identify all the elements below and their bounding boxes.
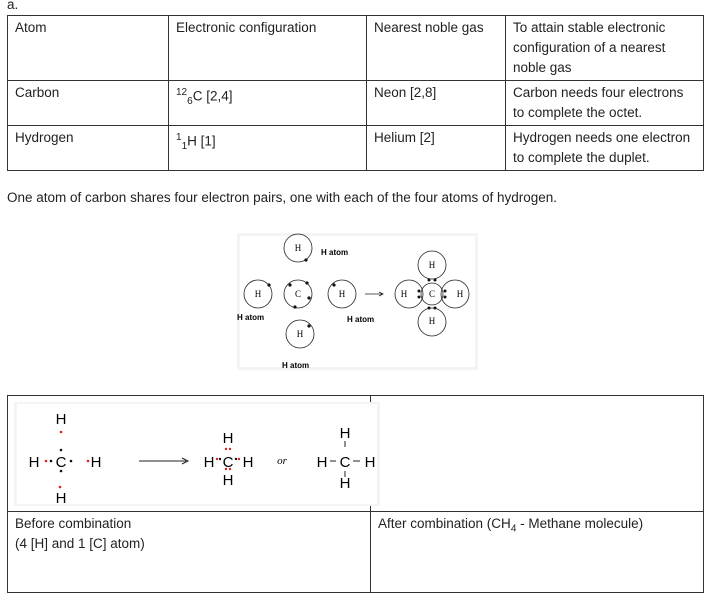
h-label: H — [223, 472, 234, 489]
h-label: H — [365, 454, 376, 471]
config: C [2,4] — [192, 88, 233, 104]
atomic-number: 6 — [187, 96, 193, 108]
c-label: C — [340, 454, 351, 471]
before-label: Before combination — [15, 516, 132, 531]
h-label: H — [317, 454, 328, 471]
header-config: Electronic configuration — [168, 15, 367, 81]
after-label-suffix: - Methane molecule) — [516, 516, 644, 531]
header-atom: Atom — [7, 15, 169, 81]
h-label: H — [204, 454, 215, 471]
h-label: H — [243, 454, 254, 471]
after-combination-cell: After combination (CH4 - Methane molecul… — [370, 511, 704, 593]
h-label: H — [255, 289, 262, 299]
cell-note: Carbon needs four electrons to complete … — [505, 80, 704, 126]
header-stable: To attain stable electronic configuratio… — [505, 15, 704, 81]
c-label: C — [429, 289, 435, 299]
section-label: a. — [7, 0, 19, 12]
header-noble-gas: Nearest noble gas — [366, 15, 506, 81]
h-atom-label: H atom — [321, 248, 348, 257]
h-label: H — [223, 430, 234, 447]
mass-number: 1 — [176, 132, 182, 143]
h-label: H — [340, 475, 351, 492]
config: H [1] — [187, 133, 216, 149]
h-label: H — [56, 490, 67, 506]
h-label: H — [429, 260, 436, 270]
lewis-dot-diagram: H H C H H H H C H H or H H C H H — [14, 402, 380, 506]
cell-gas: Neon [2,8] — [366, 80, 506, 126]
c-label: C — [295, 289, 301, 299]
arrow-icon — [139, 457, 190, 465]
h-atom-label: H atom — [282, 361, 309, 370]
h-label: H — [295, 243, 302, 253]
before-detail: (4 [H] and 1 [C] atom) — [15, 536, 145, 551]
table-row: Hydrogen 11H [1] Helium [2] Hydrogen nee… — [7, 125, 704, 171]
cell-config: 126C [2,4] — [168, 80, 367, 126]
mass-number: 12 — [176, 87, 188, 98]
h-label: H — [429, 316, 436, 326]
cell-gas: Helium [2] — [366, 125, 506, 171]
h-label: H — [457, 289, 464, 299]
h-label: H — [401, 289, 408, 299]
h-label: H — [91, 454, 102, 471]
carbon-hydrogen-sharing-diagram: H H C H H H H C H H H atom H atom H atom… — [237, 233, 478, 370]
h-atom-label: H atom — [347, 315, 374, 324]
arrow-icon — [365, 291, 384, 297]
cell-note: Hydrogen needs one electron to complete … — [505, 125, 704, 171]
h-label: H — [297, 329, 304, 339]
after-image-cell — [370, 395, 704, 512]
table-row: Carbon 126C [2,4] Neon [2,8] Carbon need… — [7, 80, 704, 126]
c-label: C — [223, 454, 234, 471]
h-label: H — [340, 425, 351, 442]
or-label: or — [277, 455, 288, 467]
subscript: 4 — [510, 523, 517, 535]
h-label: H — [56, 411, 67, 428]
cell-atom: Hydrogen — [7, 125, 169, 171]
table-header-row: Atom Electronic configuration Nearest no… — [7, 15, 704, 81]
atomic-number: 1 — [181, 141, 188, 153]
electron-config-table: Atom Electronic configuration Nearest no… — [7, 15, 704, 171]
cell-config: 11H [1] — [168, 125, 367, 171]
h-label: H — [339, 289, 346, 299]
cell-atom: Carbon — [7, 80, 169, 126]
c-label: C — [56, 454, 67, 471]
sharing-sentence: One atom of carbon shares four electron … — [7, 190, 558, 205]
h-atom-label: H atom — [237, 313, 264, 322]
before-combination-cell: Before combination (4 [H] and 1 [C] atom) — [7, 511, 371, 593]
after-label: After combination (CH — [378, 516, 511, 531]
h-label: H — [29, 454, 40, 471]
